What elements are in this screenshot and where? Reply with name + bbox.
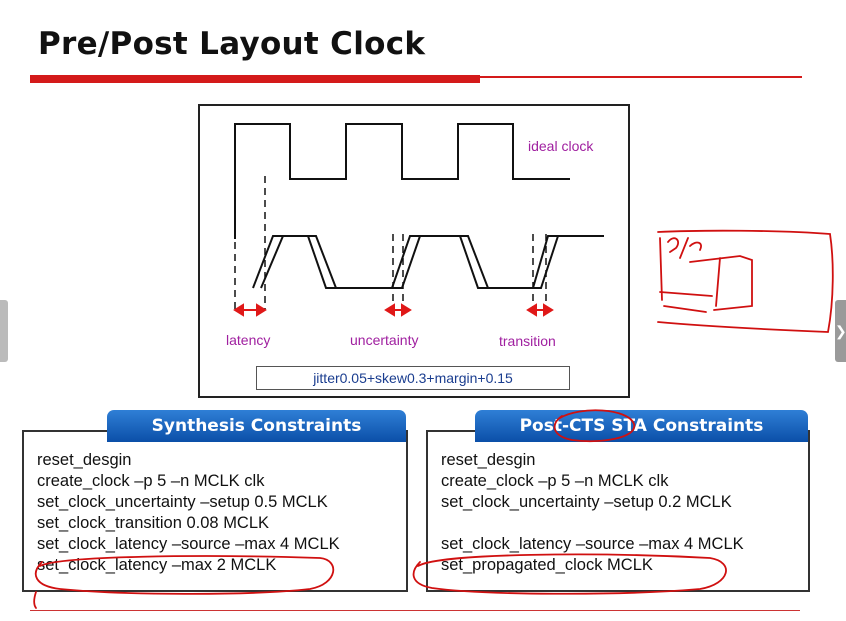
title-underline-thin xyxy=(480,76,802,78)
latency-arrow xyxy=(233,303,267,317)
footer-divider xyxy=(30,610,800,611)
uncertainty-label: uncertainty xyxy=(350,332,419,348)
ideal-clock-waveform xyxy=(234,123,570,239)
uncertainty-arrow xyxy=(384,303,412,317)
constraint-line: set_clock_transition 0.08 MCLK xyxy=(37,514,270,532)
latency-label: latency xyxy=(226,332,271,348)
chevron-right-icon: ❯ xyxy=(835,323,846,339)
ideal-clock-label: ideal clock xyxy=(528,138,594,154)
next-slide-handle[interactable]: ❯ xyxy=(835,300,846,362)
constraint-line: set_clock_latency –source –max 4 MCLK xyxy=(441,535,744,553)
post-cts-constraints-list: reset_desgin create_clock –p 5 –n MCLK c… xyxy=(441,450,744,576)
transition-arrow xyxy=(526,303,554,317)
synthesis-constraints-list: reset_desgin create_clock –p 5 –n MCLK c… xyxy=(37,450,340,576)
transition-label: transition xyxy=(499,333,556,349)
constraint-line: create_clock –p 5 –n MCLK clk xyxy=(37,472,265,490)
constraint-line: set_propagated_clock MCLK xyxy=(441,556,653,574)
title-underline-thick xyxy=(30,75,480,83)
waveform-diagram xyxy=(233,123,604,317)
annotation-box-sketch xyxy=(659,255,753,313)
prev-slide-handle[interactable] xyxy=(0,300,8,362)
constraint-line: set_clock_latency –max 2 MCLK xyxy=(37,556,277,574)
post-cts-constraints-header: Post-CTS STA Constraints xyxy=(475,410,808,442)
uncertainty-formula: jitter0.05+skew0.3+margin+0.15 xyxy=(256,366,570,390)
annotation-scribble-rc xyxy=(659,237,702,301)
real-clock-waveform-late xyxy=(260,235,559,289)
constraint-line: reset_desgin xyxy=(37,451,132,469)
constraint-line: set_clock_uncertainty –setup 0.5 MCLK xyxy=(37,493,328,511)
constraint-line xyxy=(441,513,744,534)
constraint-line: set_clock_uncertainty –setup 0.2 MCLK xyxy=(441,493,732,511)
constraint-line: reset_desgin xyxy=(441,451,536,469)
real-clock-waveform-early xyxy=(252,235,604,289)
slide-title: Pre/Post Layout Clock xyxy=(38,26,426,62)
annotation-tick-left xyxy=(33,591,37,609)
constraint-line: set_clock_latency –source –max 4 MCLK xyxy=(37,535,340,553)
synthesis-constraints-header: Synthesis Constraints xyxy=(107,410,406,442)
annotation-bracket xyxy=(657,229,834,333)
constraint-line: create_clock –p 5 –n MCLK clk xyxy=(441,472,669,490)
